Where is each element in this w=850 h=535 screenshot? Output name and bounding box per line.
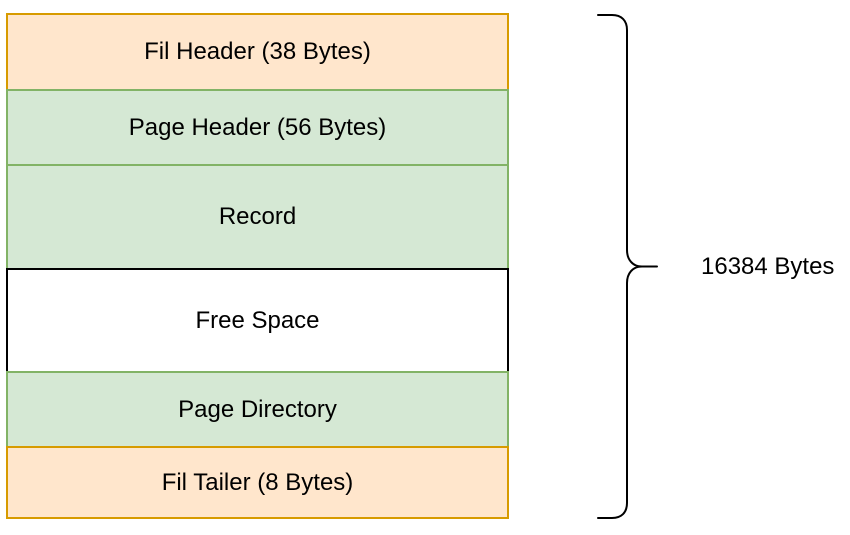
curly-brace-path — [597, 14, 658, 519]
structure-box: Page Directory — [6, 371, 509, 446]
structure-box-label: Page Header (56 Bytes) — [128, 113, 387, 141]
structure-box: Record — [6, 164, 509, 268]
brace-size-label: 16384 Bytes — [701, 253, 835, 280]
structure-box-label: Page Directory — [178, 395, 337, 423]
structure-box-label: Fil Tailer (8 Bytes) — [161, 468, 354, 496]
structure-box-label: Record — [218, 203, 297, 230]
structure-box: Fil Tailer (8 Bytes) — [6, 446, 509, 519]
structure-box: Page Header (56 Bytes) — [6, 89, 509, 164]
structure-box: Free Space — [6, 268, 509, 371]
structure-box-label: Free Space — [195, 306, 320, 334]
structure-box: Fil Header (38 Bytes) — [6, 13, 509, 89]
structure-box-label: Fil Header (38 Bytes) — [144, 38, 371, 65]
page-structure-stack: Fil Header (38 Bytes) Page Header (56 By… — [6, 13, 509, 519]
